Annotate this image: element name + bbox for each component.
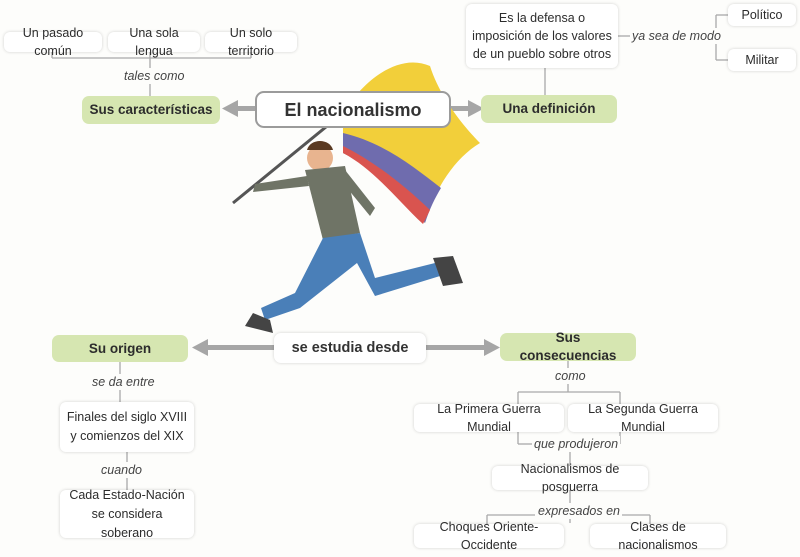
war-item: La Primera Guerra Mundial bbox=[414, 402, 564, 434]
definition-text: Es la defensa o imposición de los valore… bbox=[466, 4, 618, 68]
war-item: La Segunda Guerra Mundial bbox=[568, 402, 718, 434]
origin-period: Finales del siglo XVIII y comienzos del … bbox=[60, 402, 194, 452]
expression-item: Choques Oriente-Occidente bbox=[414, 520, 564, 552]
definition-title: Una definición bbox=[481, 95, 617, 123]
connector-expresados-en: expresados en bbox=[536, 503, 623, 519]
connector-tales-como: tales como bbox=[122, 68, 187, 84]
jeans bbox=[261, 233, 440, 320]
expression-item: Clases de nacionalismos bbox=[590, 520, 726, 552]
connector-ya-sea-de-modo: ya sea de modo bbox=[630, 28, 723, 44]
characteristic-item: Un solo territorio bbox=[205, 26, 297, 58]
mode-militar: Militar bbox=[728, 49, 796, 71]
connector-se-da-entre: se da entre bbox=[90, 374, 157, 390]
connector-que-produjeron: que produjeron bbox=[532, 436, 621, 452]
flagpole bbox=[232, 111, 344, 205]
characteristic-item: Una sola lengua bbox=[108, 26, 200, 58]
characteristics-title: Sus características bbox=[82, 96, 220, 124]
head bbox=[307, 145, 333, 171]
jacket bbox=[305, 166, 360, 240]
characteristic-item: Un pasado común bbox=[4, 26, 102, 58]
connector-cuando: cuando bbox=[99, 462, 145, 478]
central-concept: El nacionalismo bbox=[255, 91, 451, 128]
consequences-title: Sus consecuencias bbox=[500, 330, 636, 363]
postwar-result: Nacionalismos de posguerra bbox=[492, 462, 648, 494]
origin-title: Su origen bbox=[52, 335, 188, 362]
mode-politico: Político bbox=[728, 4, 796, 26]
origin-event: Cada Estado-Nación se considera soberano bbox=[60, 488, 194, 540]
flag-red bbox=[343, 146, 430, 224]
connector-como: como bbox=[553, 368, 588, 384]
shoe bbox=[245, 313, 273, 333]
hub-node: se estudia desde bbox=[274, 333, 426, 363]
